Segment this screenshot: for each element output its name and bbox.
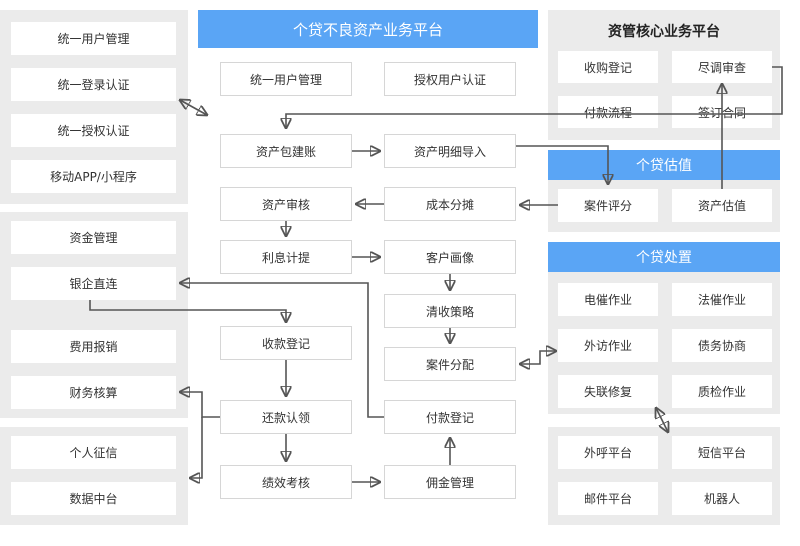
left-item-bank-direct[interactable]: 银企直连 <box>11 267 176 300</box>
left-item-unified-user-mgmt[interactable]: 统一用户管理 <box>11 22 176 55</box>
right-disposal-visit[interactable]: 外访作业 <box>558 329 658 362</box>
node-asset-audit[interactable]: 资产审核 <box>220 187 352 221</box>
node-performance[interactable]: 绩效考核 <box>220 465 352 499</box>
right-disposal-title: 个贷处置 <box>548 242 780 272</box>
right-valuation-title: 个贷估值 <box>548 150 780 180</box>
left-item-credit[interactable]: 个人征信 <box>11 436 176 469</box>
right-valuation-case-score[interactable]: 案件评分 <box>558 189 658 222</box>
node-auth-user[interactable]: 授权用户认证 <box>384 62 516 96</box>
right-channel-call[interactable]: 外呼平台 <box>558 436 658 469</box>
node-strategy[interactable]: 清收策略 <box>384 294 516 328</box>
right-core-due-diligence[interactable]: 尽调审查 <box>672 51 772 83</box>
left-item-mobile-app[interactable]: 移动APP/小程序 <box>11 160 176 193</box>
node-customer-profile[interactable]: 客户画像 <box>384 240 516 274</box>
center-platform-title: 个贷不良资产业务平台 <box>198 10 538 48</box>
node-commission[interactable]: 佣金管理 <box>384 465 516 499</box>
node-cost-share[interactable]: 成本分摊 <box>384 187 516 221</box>
right-disposal-repair[interactable]: 失联修复 <box>558 375 658 408</box>
left-item-fund-mgmt[interactable]: 资金管理 <box>11 221 176 254</box>
node-asset-import[interactable]: 资产明细导入 <box>384 134 516 168</box>
node-asset-pack[interactable]: 资产包建账 <box>220 134 352 168</box>
right-core-payment-flow[interactable]: 付款流程 <box>558 96 658 128</box>
right-disposal-qc[interactable]: 质检作业 <box>672 375 772 408</box>
right-valuation-asset-value[interactable]: 资产估值 <box>672 189 772 222</box>
left-item-data-platform[interactable]: 数据中台 <box>11 482 176 515</box>
node-repay[interactable]: 还款认领 <box>220 400 352 434</box>
left-item-unified-authz[interactable]: 统一授权认证 <box>11 114 176 147</box>
left-item-unified-login[interactable]: 统一登录认证 <box>11 68 176 101</box>
right-disposal-phone[interactable]: 电催作业 <box>558 283 658 316</box>
node-receipt[interactable]: 收款登记 <box>220 326 352 360</box>
right-core-acquisition[interactable]: 收购登记 <box>558 51 658 83</box>
right-channel-robot[interactable]: 机器人 <box>672 482 772 515</box>
node-user-mgmt[interactable]: 统一用户管理 <box>220 62 352 96</box>
node-dispatch[interactable]: 案件分配 <box>384 347 516 381</box>
right-channel-mail[interactable]: 邮件平台 <box>558 482 658 515</box>
node-interest[interactable]: 利息计提 <box>220 240 352 274</box>
right-disposal-negotiation[interactable]: 债务协商 <box>672 329 772 362</box>
right-core-title: 资管核心业务平台 <box>608 24 720 40</box>
right-channel-sms[interactable]: 短信平台 <box>672 436 772 469</box>
node-payment[interactable]: 付款登记 <box>384 400 516 434</box>
right-core-contract[interactable]: 签订合同 <box>672 96 772 128</box>
left-item-expense[interactable]: 费用报销 <box>11 330 176 363</box>
left-item-accounting[interactable]: 财务核算 <box>11 376 176 409</box>
right-disposal-legal[interactable]: 法催作业 <box>672 283 772 316</box>
